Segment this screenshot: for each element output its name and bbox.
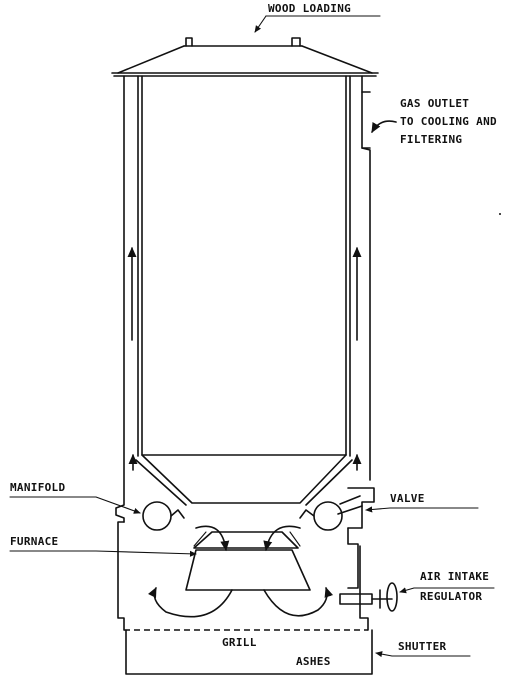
label-gas-outlet-line1: GAS OUTLET (400, 97, 469, 110)
loading-lid (111, 37, 379, 77)
outer-shell (115, 75, 371, 631)
inner-hopper (135, 75, 353, 506)
label-valve: VALVE (390, 492, 425, 505)
label-air-intake-line2: REGULATOR (420, 590, 482, 603)
gas-outlet (361, 91, 397, 149)
flow-arrows-up (127, 246, 362, 471)
furnace-throat (185, 531, 311, 591)
label-shutter: SHUTTER (398, 640, 447, 653)
label-gas-outlet-line2: TO COOLING AND (400, 115, 497, 128)
valve (337, 487, 375, 589)
leader-lines (9, 15, 495, 658)
label-wood-loading: WOOD LOADING (268, 2, 351, 15)
label-grill: GRILL (222, 636, 257, 649)
label-air-intake-line1: AIR INTAKE (420, 570, 489, 583)
specks (499, 213, 501, 215)
air-intake-regulator (339, 582, 398, 612)
manifold (142, 501, 343, 531)
label-ashes: ASHES (296, 655, 331, 668)
furnace-flow-arrows (147, 525, 334, 618)
label-manifold: MANIFOLD (10, 481, 65, 494)
label-furnace: FURNACE (10, 535, 58, 548)
grill-ash-pit (124, 629, 373, 675)
label-gas-outlet-line3: FILTERING (400, 133, 462, 146)
labels: WOOD LOADING GAS OUTLET TO COOLING AND F… (10, 2, 497, 668)
